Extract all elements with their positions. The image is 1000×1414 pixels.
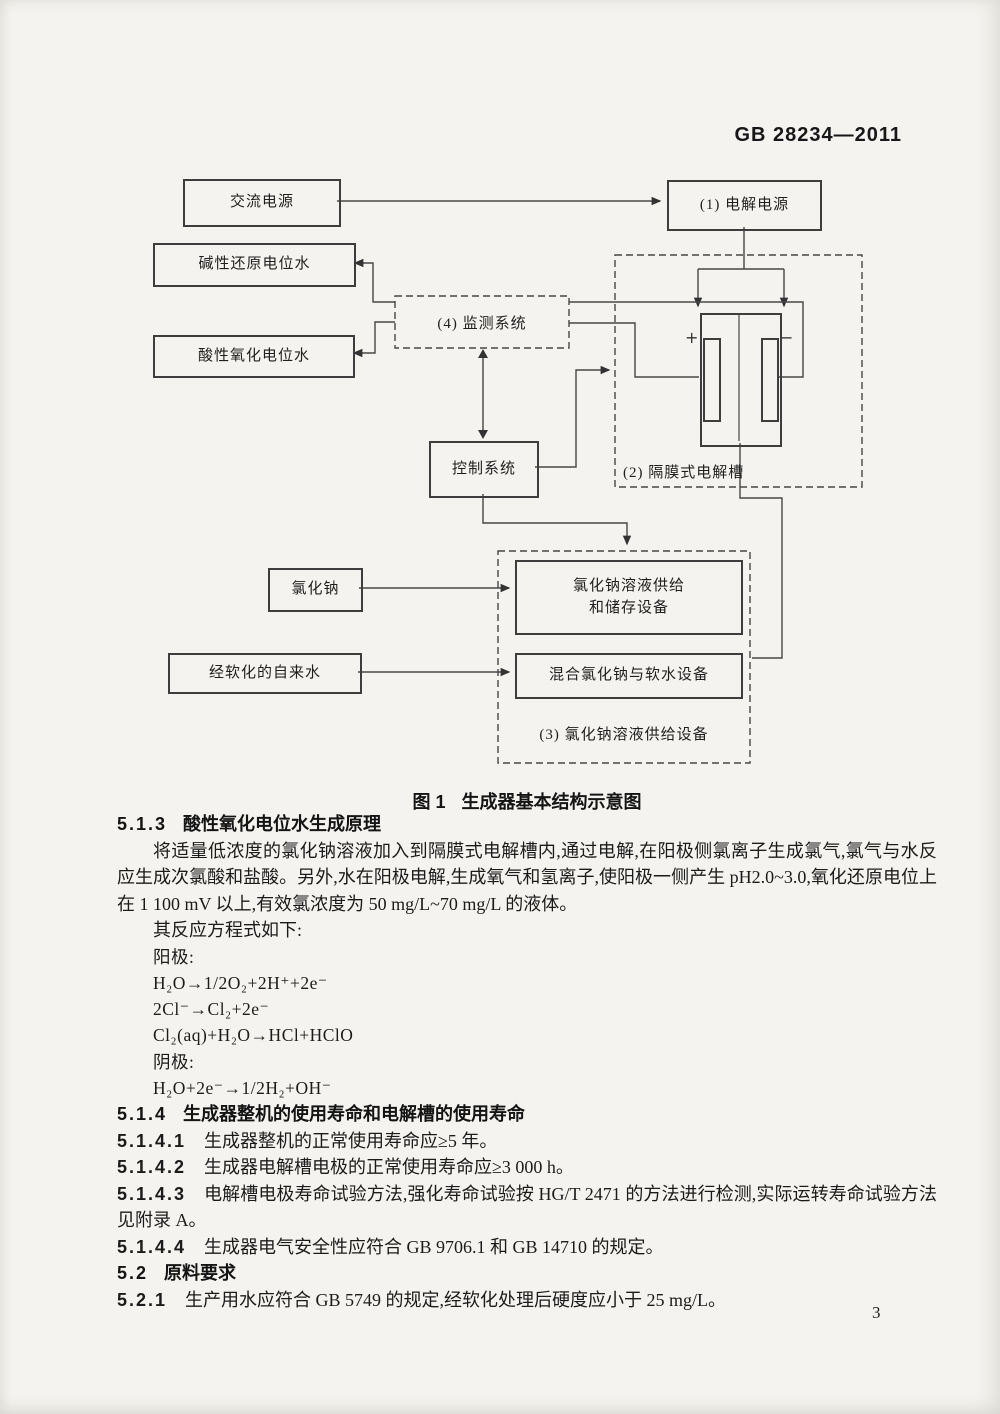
heading-5-2: 5.2 原料要求 (117, 1260, 937, 1287)
clause-5-1-4-1-text: 生成器整机的正常使用寿命应≥5 年。 (204, 1130, 498, 1151)
label-monitoring-system: (4) 监测系统 (395, 296, 569, 348)
clause-text-block: 5.1.3 酸性氧化电位水生成原理 将适量低浓度的氯化钠溶液加入到隔膜式电解槽内,… (117, 811, 937, 1313)
box-alkaline-water: 碱性还原电位水 (153, 243, 356, 287)
supply-group-outline (497, 550, 751, 764)
clause-5-2-1: 5.2.1 生产用水应符合 GB 5749 的规定,经软化处理后硬度应小于 25 … (117, 1287, 937, 1314)
equation-anode-3: Cl₂(aq)+H₂O→HCl+HClO (153, 1025, 354, 1046)
clause-5-1-4-4-number: 5.1.4.4 (117, 1236, 187, 1257)
box-softened-water-label: 经软化的自来水 (208, 664, 321, 681)
clause-5-1-4-4-text: 生成器电气安全性应符合 GB 9706.1 和 GB 14710 的规定。 (204, 1236, 664, 1257)
clause-5-1-4-1-number: 5.1.4.1 (117, 1130, 187, 1151)
page-number: 3 (872, 1303, 881, 1322)
clause-5-1-4-4: 5.1.4.4 生成器电气安全性应符合 GB 9706.1 和 GB 14710 … (117, 1234, 937, 1261)
nacl-supply-line2: 和储存设备 (588, 599, 669, 616)
cell-anode-electrode (703, 338, 721, 422)
equation-cathode-1: H₂O+2e⁻→1/2H₂+OH⁻ (153, 1077, 332, 1098)
wire-monitor-cell-right (569, 301, 804, 378)
figure-caption: 图 1 生成器基本结构示意图 (117, 788, 937, 814)
wire-power-drop (698, 227, 784, 270)
box-mixing-equipment-label: 混合氯化钠与软水设备 (548, 667, 709, 684)
clause-5-1-4-3-text: 电解槽电极寿命试验方法,强化寿命试验按 HG/T 2471 的方法进行检测,实际… (117, 1183, 937, 1231)
heading-5-1-4-number: 5.1.4 (117, 1104, 168, 1125)
box-ac-power-label: 交流电源 (229, 194, 294, 211)
wire-control-supplygroup (482, 494, 632, 546)
box-alkaline-water-label: 碱性还原电位水 (198, 256, 311, 273)
heading-5-1-3-number: 5.1.3 (117, 814, 168, 834)
box-mixing-equipment: 混合氯化钠与软水设备 (515, 653, 743, 699)
label-supply-group: (3) 氯化钠溶液供给设备 (539, 727, 709, 743)
box-softened-water: 经软化的自来水 (168, 653, 362, 694)
box-control-system-label: 控制系统 (451, 460, 516, 477)
label-cell-group: (2) 隔膜式电解槽 (623, 465, 745, 481)
heading-5-2-title: 原料要求 (164, 1263, 237, 1284)
wire-monitor-cell-left (569, 322, 699, 378)
clause-5-2-1-number: 5.2.1 (117, 1289, 168, 1310)
heading-5-2-number: 5.2 (117, 1263, 149, 1284)
monitoring-system-text: (4) 监测系统 (437, 315, 527, 332)
equation-anode-1: H₂O→1/2O₂+2H⁺+2e⁻ (153, 972, 328, 993)
box-acidic-water: 酸性氧化电位水 (153, 335, 355, 378)
heading-5-1-4-title: 生成器整机的使用寿命和电解槽的使用寿命 (183, 1104, 526, 1125)
arrowhead-down (478, 430, 488, 439)
clause-5-1-4-1: 5.1.4.1 生成器整机的正常使用寿命应≥5 年。 (117, 1128, 937, 1155)
cell-cathode-electrode (761, 338, 779, 422)
heading-5-1-4: 5.1.4 生成器整机的使用寿命和电解槽的使用寿命 (117, 1101, 937, 1128)
clause-5-2-1-text: 生产用水应符合 GB 5749 的规定,经软化处理后硬度应小于 25 mg/L。 (185, 1289, 727, 1310)
box-nacl-label: 氯化钠 (291, 581, 340, 598)
equation-anode-2: 2Cl⁻→Cl₂+2e⁻ (153, 999, 270, 1020)
box-electrolysis-power-label: (1) 电解电源 (699, 196, 790, 213)
figure-caption-title: 生成器基本结构示意图 (461, 792, 642, 812)
anode-label: 阳极: (153, 946, 195, 967)
figure-1-diagram: 交流电源 (1) 电解电源 碱性还原电位水 酸性氧化电位水 (4) 监测系统 控… (153, 179, 863, 764)
monitoring-group-outline (394, 295, 570, 349)
wire-cell-supply-loop (739, 443, 783, 659)
cathode-label: 阴极: (153, 1051, 195, 1072)
clause-5-1-4-3-number: 5.1.4.3 (117, 1183, 187, 1204)
clause-5-1-4-2-text: 生成器电解槽电极的正常使用寿命应≥3 000 h。 (204, 1157, 574, 1178)
clause-5-1-4-2-number: 5.1.4.2 (117, 1157, 187, 1178)
box-control-system: 控制系统 (429, 441, 539, 498)
box-nacl-supply-storage: 氯化钠溶液供给 和储存设备 (515, 560, 743, 635)
heading-5-1-3: 5.1.3 酸性氧化电位水生成原理 (117, 811, 937, 838)
box-acidic-water-label: 酸性氧化电位水 (197, 347, 310, 364)
box-electrolysis-power: (1) 电解电源 (667, 180, 822, 231)
equations-intro: 其反应方程式如下: (153, 920, 303, 940)
wire-control-cellgroup (535, 365, 611, 468)
nacl-supply-line1: 氯化钠溶液供给 (572, 577, 685, 594)
heading-5-1-3-title: 酸性氧化电位水生成原理 (183, 814, 382, 834)
clause-5-1-4-2: 5.1.4.2 生成器电解槽电极的正常使用寿命应≥3 000 h。 (117, 1154, 937, 1181)
box-ac-power: 交流电源 (183, 179, 341, 227)
arrowhead-up (478, 349, 488, 358)
figure-caption-number: 图 1 (412, 792, 446, 812)
cell-group-outline (614, 254, 863, 488)
standard-code: GB 28234—2011 (734, 124, 902, 146)
cathode-minus-sign: − (780, 328, 794, 347)
anode-plus-sign: + (685, 328, 699, 347)
connector-lines (337, 196, 863, 764)
wire-monitor-acidic (352, 321, 395, 358)
box-nacl: 氯化钠 (268, 568, 363, 612)
paragraph-5-1-3: 将适量低浓度的氯化钠溶液加入到隔膜式电解槽内,通过电解,在阳极侧氯离子生成氯气,… (117, 840, 937, 914)
wire-monitor-alkaline (353, 258, 395, 303)
cell-outer-body (700, 313, 782, 447)
